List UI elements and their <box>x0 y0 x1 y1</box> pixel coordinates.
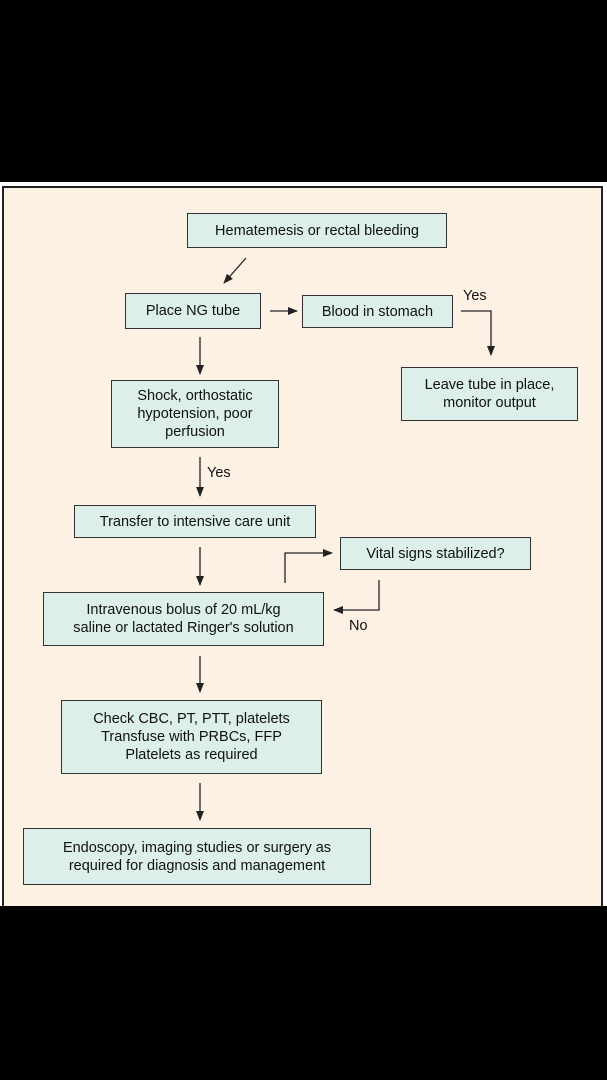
node-place-ng-tube: Place NG tube <box>125 293 261 329</box>
edge-bolus-to-vitals <box>284 549 333 583</box>
node-vital-signs: Vital signs stabilized? <box>340 537 531 570</box>
node-blood-in-stomach: Blood in stomach <box>302 295 453 328</box>
edge-vitals-to-bolus <box>333 580 380 614</box>
edge-hematemesis-to-ng-tube <box>223 257 247 284</box>
node-hematemesis: Hematemesis or rectal bleeding <box>187 213 447 248</box>
label-yes-shock: Yes <box>207 465 231 481</box>
node-endoscopy: Endoscopy, imaging studies or surgery as… <box>23 828 371 885</box>
node-icu: Transfer to intensive care unit <box>74 505 316 538</box>
node-leave-tube: Leave tube in place, monitor output <box>401 367 578 421</box>
label-no-vitals: No <box>349 618 368 634</box>
node-iv-bolus: Intravenous bolus of 20 mL/kg saline or … <box>43 592 324 646</box>
label-yes-blood: Yes <box>463 288 487 304</box>
edge-blood-stomach-to-leave-tube <box>461 310 495 356</box>
node-shock: Shock, orthostatic hypotension, poor per… <box>111 380 279 448</box>
node-check-cbc: Check CBC, PT, PTT, platelets Transfuse … <box>61 700 322 774</box>
